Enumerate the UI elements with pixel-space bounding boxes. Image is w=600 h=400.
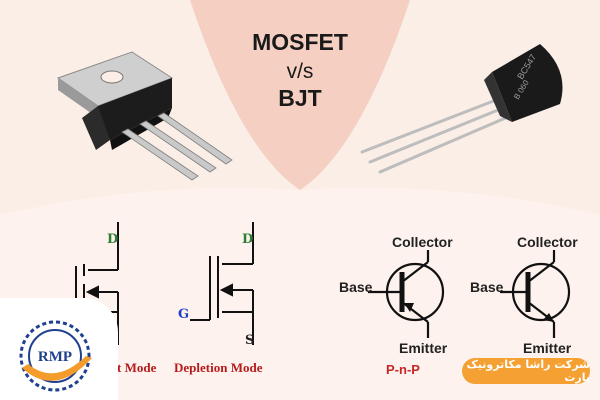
rmp-logo: RMP — [19, 320, 92, 392]
company-name-banner[interactable]: شرکت راشا مکاترونیک پارت — [462, 358, 590, 384]
company-logo-card: RMP — [0, 298, 118, 400]
bjt-left-type-label: P-n-P — [386, 362, 420, 377]
enhancement-mosfet-symbol — [75, 222, 119, 345]
bjt-right-collector-label: Collector — [517, 234, 578, 250]
depletion-mosfet-symbol — [190, 222, 254, 345]
depletion-gate-label: G — [178, 307, 189, 322]
to92-bjt-image: BC547 B 060 — [360, 44, 563, 174]
depletion-drain-label: D — [242, 232, 253, 247]
depletion-mode-label: Depletion Mode — [174, 360, 263, 375]
enhancement-mode-label: t Mode — [117, 360, 157, 375]
gear-icon — [19, 320, 91, 392]
enhancement-drain-label: D — [107, 232, 118, 247]
title-line-mosfet: MOSFET — [252, 29, 348, 55]
swoosh-icon — [22, 356, 92, 381]
title-line-vs: v/s — [287, 60, 314, 83]
title-line-bjt: BJT — [278, 85, 321, 111]
depletion-source-label: S — [245, 333, 254, 348]
bjt-right-base-label: Base — [470, 279, 504, 295]
bjt-right-emitter-label: Emitter — [523, 340, 572, 356]
bjt-left-base-label: Base — [339, 279, 373, 295]
bjt-left-collector-label: Collector — [392, 234, 453, 250]
bjt-pnp-symbol — [368, 250, 445, 338]
to220-mosfet-image — [56, 51, 233, 181]
bjt-left-emitter-label: Emitter — [399, 340, 448, 356]
bjt-npn-symbol — [500, 250, 571, 338]
logo-text: RMP — [38, 349, 72, 365]
